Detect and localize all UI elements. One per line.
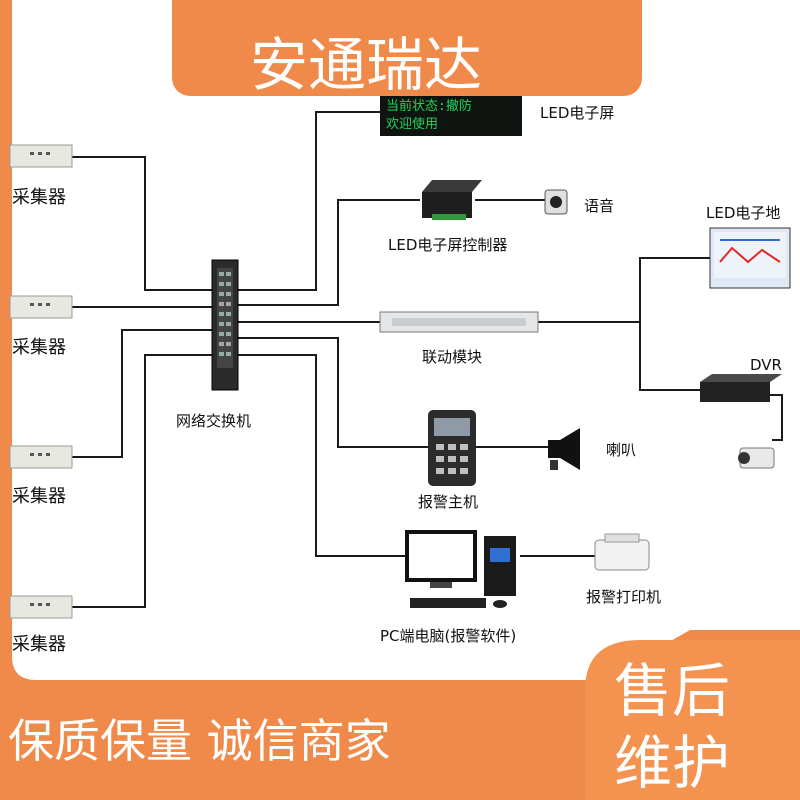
collector-label-3: 采集器	[12, 486, 66, 507]
collector-3-device	[9, 445, 73, 469]
switch-label: 网络交换机	[176, 412, 252, 430]
led-screen-device: 当前状态:撤防 欢迎使用	[380, 92, 522, 136]
printer-device	[594, 533, 650, 571]
collector-4-device	[9, 595, 73, 619]
led-controller-label: LED电子屏控制器	[388, 236, 508, 254]
led-screen-line2: 欢迎使用	[386, 116, 438, 132]
dvr-label: DVR	[750, 356, 782, 374]
alarm-host-label: 报警主机	[418, 493, 479, 511]
collector-1-device	[9, 144, 73, 168]
brand-title: 安通瑞达	[250, 31, 483, 99]
linkage-module-label: 联动模块	[422, 348, 483, 366]
led-controller-device	[422, 180, 482, 220]
led-map-device	[709, 227, 791, 289]
led-screen-line1: 当前状态:撤防	[386, 98, 472, 114]
dvr-device	[700, 374, 782, 402]
network-switch-device	[211, 259, 239, 391]
led-screen-label: LED电子屏	[540, 104, 615, 122]
footer-badge	[585, 640, 800, 800]
diagram-panel	[12, 0, 800, 680]
pc-label: PC端电脑(报警软件)	[380, 627, 517, 645]
collector-label-1: 采集器	[12, 187, 66, 208]
voice-label: 语音	[584, 197, 615, 215]
collector-label-2: 采集器	[12, 337, 66, 358]
camera-device	[738, 447, 775, 469]
footer-badge-line1: 售后	[614, 657, 731, 725]
linkage-module-device	[379, 311, 539, 333]
horn-device	[548, 428, 580, 470]
horn-label: 喇叭	[606, 441, 637, 459]
led-map-label: LED电子地	[706, 204, 781, 222]
collector-label-4: 采集器	[12, 634, 66, 655]
wires	[72, 111, 783, 608]
collector-2-device	[9, 295, 73, 319]
voice-speaker-device	[544, 189, 568, 215]
footer-slogan: 保质保量 诚信商家	[8, 714, 391, 768]
footer-badge-line2: 维护	[614, 729, 731, 797]
brand-banner	[172, 0, 642, 96]
alarm-host-device	[428, 410, 476, 486]
printer-label: 报警打印机	[586, 588, 662, 606]
pc-device	[405, 530, 516, 608]
